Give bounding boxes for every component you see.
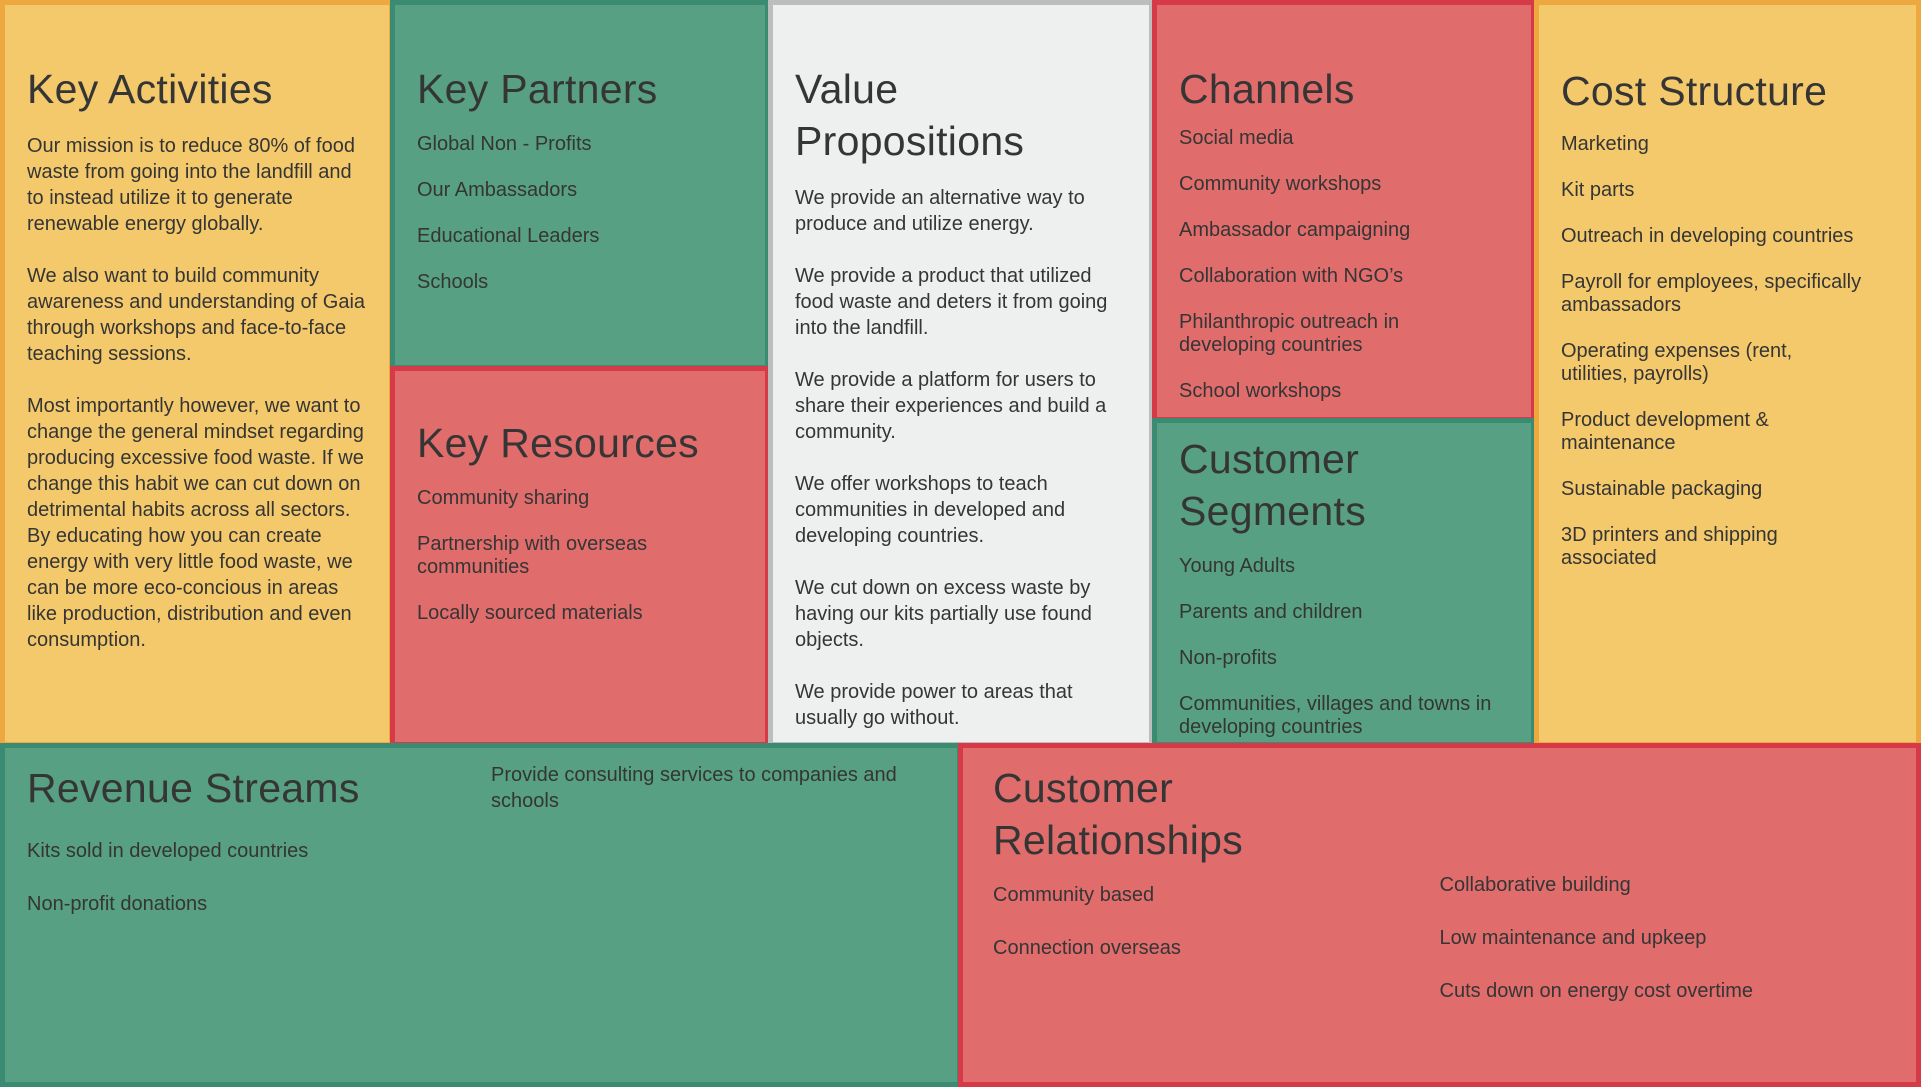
paragraph: We cut down on excess waste by having ou… xyxy=(795,577,1092,651)
channels-block: Channels Social media Community workshop… xyxy=(1152,0,1536,422)
list-item: Outreach in developing countries xyxy=(1561,225,1854,247)
list-item: Community sharing xyxy=(417,487,590,509)
paragraph: We also want to build community awarenes… xyxy=(27,265,366,365)
list-item: Low maintenance and upkeep xyxy=(1439,927,1707,949)
list-item: Kit parts xyxy=(1561,179,1635,201)
list-item: Young Adults xyxy=(1179,555,1296,577)
list-item: Philanthropic outreach in developing cou… xyxy=(1179,311,1400,356)
block-title: Customer Segments xyxy=(1179,436,1366,534)
list-item: Non-profit donations xyxy=(27,893,208,915)
value-propositions-block: Value Propositions We provide an alterna… xyxy=(768,0,1154,747)
list-item: Collaborative building xyxy=(1439,874,1631,896)
paragraph: Our mission is to reduce 80% of food was… xyxy=(27,135,355,235)
list-item: Locally sourced materials xyxy=(417,602,643,624)
paragraph: We offer workshops to teach communities … xyxy=(795,473,1066,547)
list-item: Provide consulting services to companies… xyxy=(491,764,897,812)
list-item: School workshops xyxy=(1179,380,1342,402)
list-item: Community based xyxy=(993,884,1155,906)
list-item: Kits sold in developed countries xyxy=(27,840,309,862)
block-title: Channels xyxy=(1179,66,1355,112)
list-item: Partnership with overseas communities xyxy=(417,533,648,578)
list-item: Parents and children xyxy=(1179,601,1363,623)
list-item: Our Ambassadors xyxy=(417,179,578,201)
block-title: Cost Structure xyxy=(1561,68,1828,114)
cost-structure-block: Cost Structure Marketing Kit parts Outre… xyxy=(1534,0,1921,747)
list-item: Global Non - Profits xyxy=(417,133,592,155)
list-item: Collaboration with NGO’s xyxy=(1179,265,1404,287)
list-item: Schools xyxy=(417,271,489,293)
key-partners-block: Key Partners Global Non - Profits Our Am… xyxy=(390,0,770,370)
block-title: Revenue Streams xyxy=(27,765,360,811)
list-item: Communities, villages and towns in devel… xyxy=(1179,693,1492,738)
list-item: Sustainable packaging xyxy=(1561,478,1763,500)
list-item: Non-profits xyxy=(1179,647,1277,669)
paragraph: We provide a product that utilized food … xyxy=(795,265,1108,339)
list-item: Social media xyxy=(1179,127,1294,149)
paragraph: We provide a platform for users to share… xyxy=(795,369,1107,443)
key-activities-block: Key Activities Our mission is to reduce … xyxy=(0,0,394,747)
block-title: Key Partners xyxy=(417,66,658,112)
key-resources-block: Key Resources Community sharing Partners… xyxy=(390,366,770,747)
list-item: Educational Leaders xyxy=(417,225,600,247)
list-item: Marketing xyxy=(1561,133,1649,155)
list-item: Community workshops xyxy=(1179,173,1382,195)
revenue-streams-block: Revenue Streams Kits sold in developed c… xyxy=(0,743,962,1087)
customer-relationships-block: Customer Relationships Community based C… xyxy=(958,743,1921,1087)
list-item: Product development & maintenance xyxy=(1561,409,1769,454)
list-item: Connection overseas xyxy=(993,937,1181,959)
list-item: Cuts down on energy cost overtime xyxy=(1439,980,1754,1002)
list-item: Ambassador campaigning xyxy=(1179,219,1411,241)
block-title: Customer Relationships xyxy=(993,765,1244,863)
customer-segments-block: Customer Segments Young Adults Parents a… xyxy=(1152,418,1536,747)
list-item: Operating expenses (rent, utilities, pay… xyxy=(1561,340,1793,385)
paragraph: Most importantly however, we want to cha… xyxy=(27,395,364,651)
paragraph: We provide power to areas that usually g… xyxy=(795,681,1073,729)
paragraph: We provide an alternative way to produce… xyxy=(795,187,1085,235)
block-title: Key Activities xyxy=(27,66,273,112)
list-item: 3D printers and shipping associated xyxy=(1561,524,1778,569)
list-item: Payroll for employees, specifically amba… xyxy=(1561,271,1862,316)
block-title: Key Resources xyxy=(417,420,699,466)
block-title: Value Propositions xyxy=(795,66,1025,164)
